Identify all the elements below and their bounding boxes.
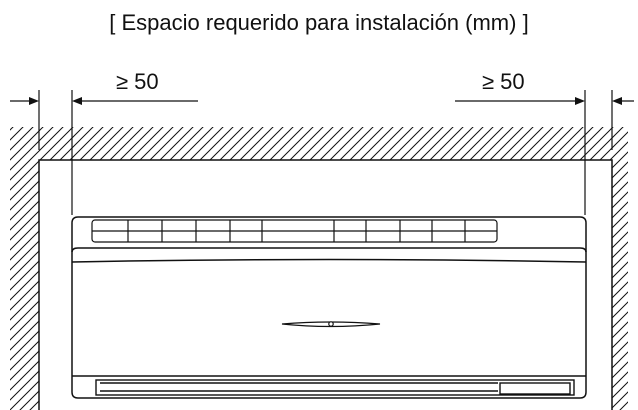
front-panel	[71, 247, 587, 377]
right-clearance-label: ≥ 50	[482, 69, 525, 94]
right-outer-arrow-icon	[612, 97, 622, 105]
dimension-arrows	[29, 97, 622, 105]
indicator-dot-icon	[328, 321, 334, 327]
right-inner-arrow-icon	[575, 97, 585, 105]
top-grille	[91, 219, 498, 243]
left-inner-arrow-icon	[72, 97, 82, 105]
dimension-lines	[10, 90, 634, 215]
indicator-strip	[281, 321, 381, 328]
indoor-unit	[71, 216, 587, 399]
air-outlet	[95, 379, 575, 396]
diagram-title: [ Espacio requerido para instalación (mm…	[109, 10, 529, 35]
left-outer-arrow-icon	[29, 97, 39, 105]
left-clearance-label: ≥ 50	[116, 69, 159, 94]
